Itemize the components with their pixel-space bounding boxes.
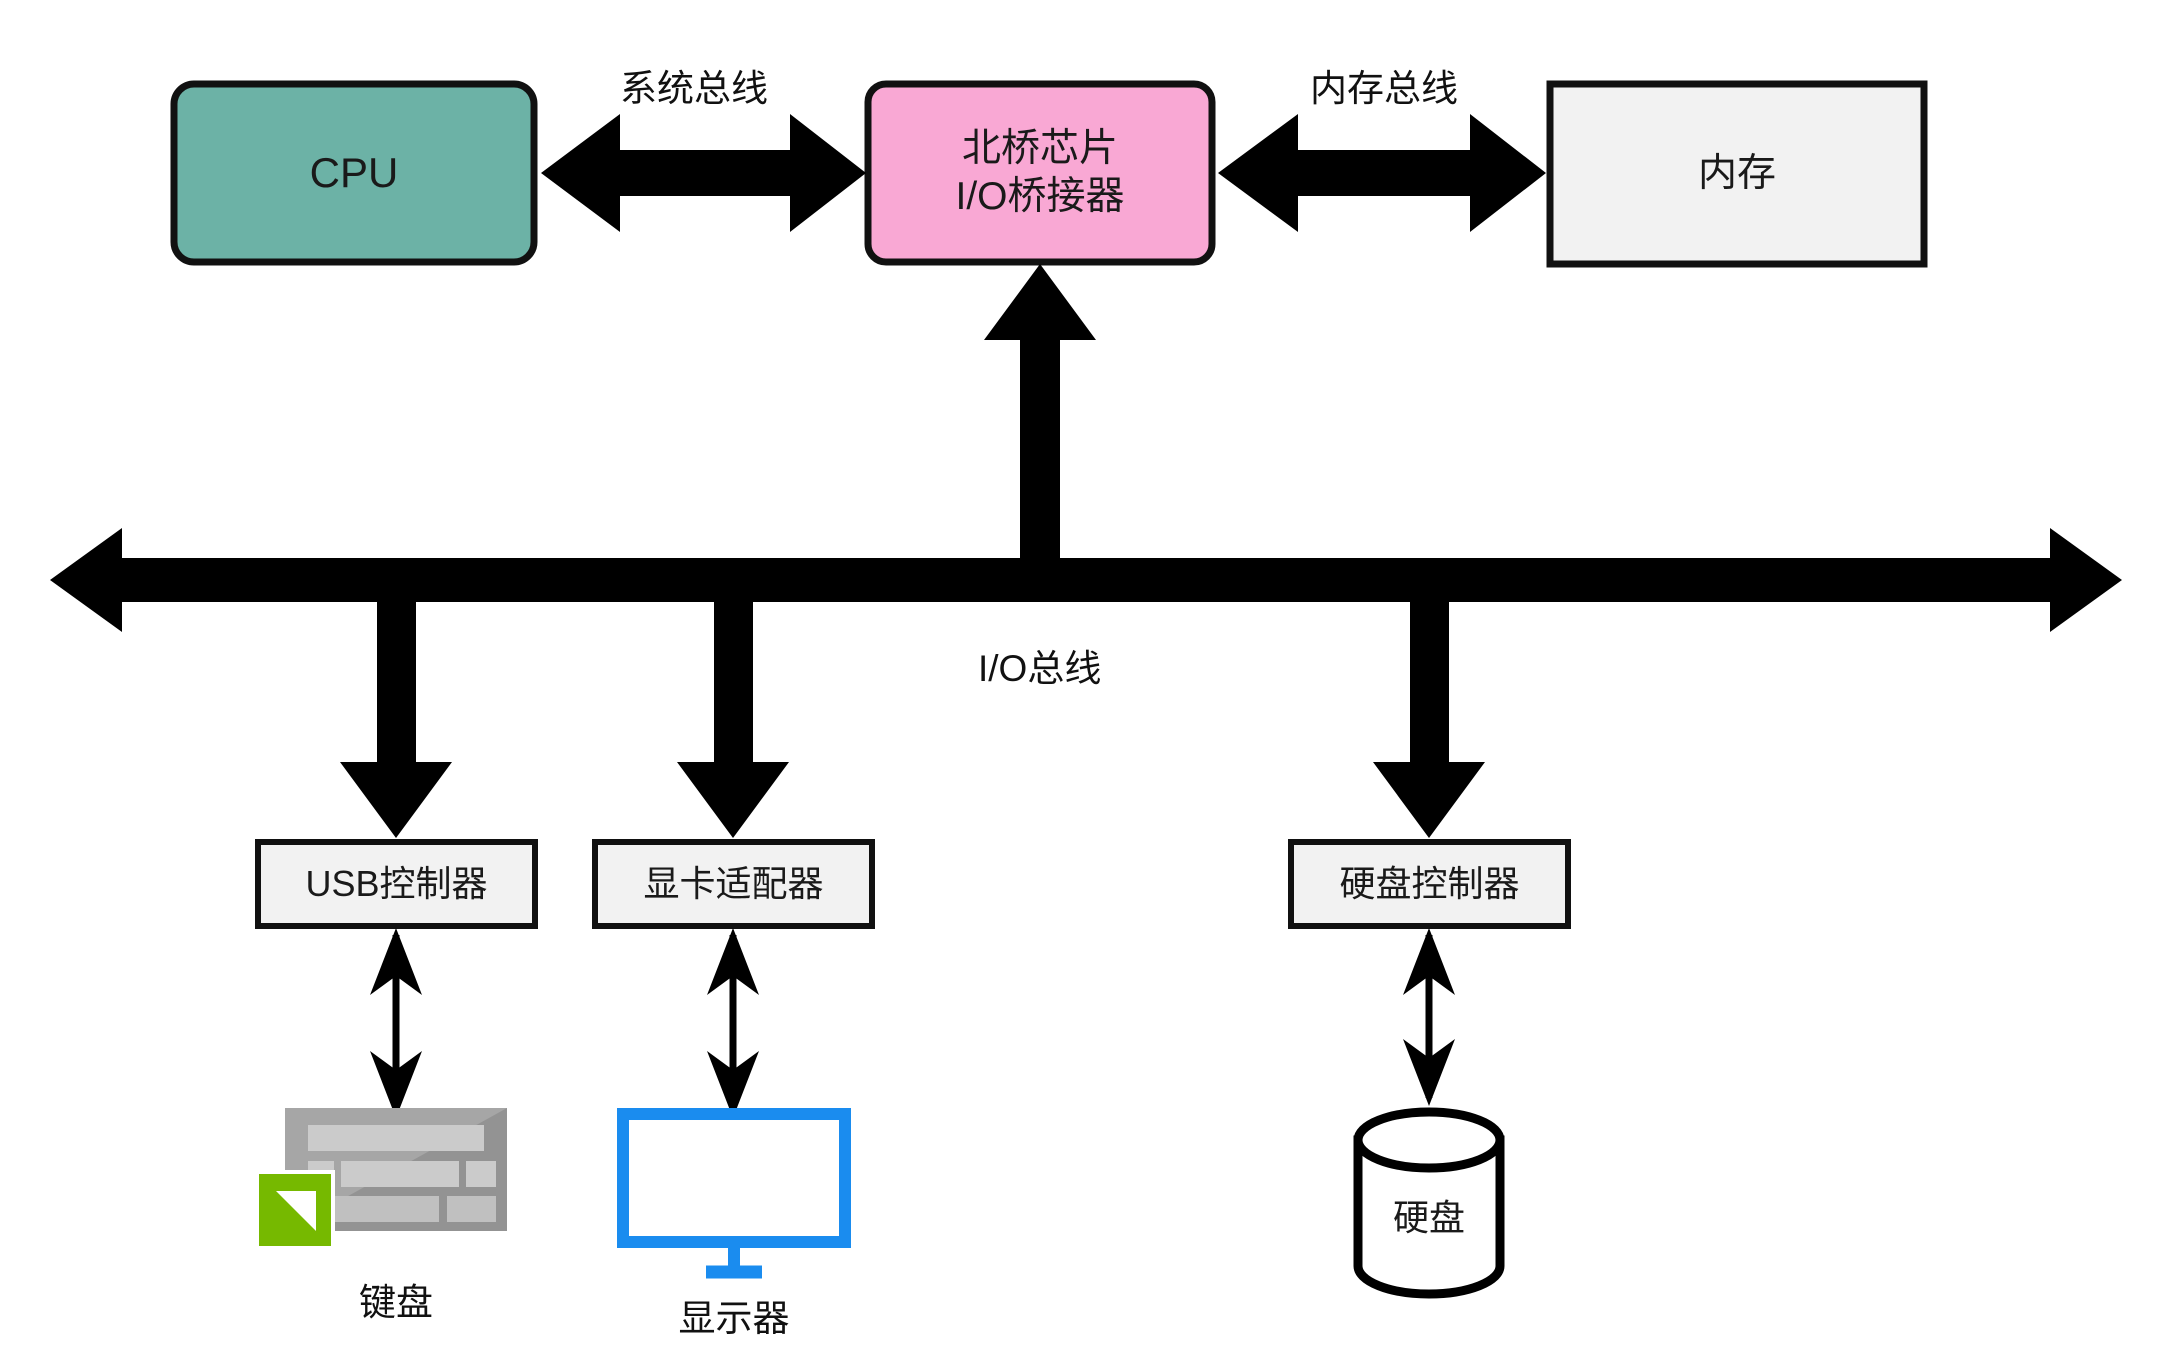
northbridge-box[interactable] xyxy=(864,80,1216,266)
usb-controller-box[interactable] xyxy=(255,839,538,929)
memory-bus-arrow xyxy=(1218,114,1546,232)
monitor-caption: 显示器 xyxy=(678,1298,790,1339)
keyboard-caption: 键盘 xyxy=(359,1282,433,1323)
graphics-to-monitor-arrow xyxy=(707,928,759,1118)
graphics-adapter-box[interactable] xyxy=(592,839,875,929)
keyboard-icon xyxy=(255,1108,507,1250)
io-to-usb-arrow xyxy=(340,590,452,838)
cpu-box[interactable] xyxy=(170,80,538,266)
memory-box[interactable] xyxy=(1546,80,1928,268)
system-bus-arrow xyxy=(541,114,866,232)
monitor-icon xyxy=(617,1108,851,1279)
io-to-northbridge-arrow xyxy=(984,264,1096,600)
io-bus-label: I/O总线 xyxy=(978,648,1102,689)
disk-controller-to-disk-arrow xyxy=(1403,928,1455,1106)
system-bus-label: 系统总线 xyxy=(620,68,768,109)
disk-controller-box[interactable] xyxy=(1288,839,1571,929)
io-to-graphics-arrow xyxy=(677,590,789,838)
io-to-disk-controller-arrow xyxy=(1373,590,1485,838)
cylinder-icon xyxy=(1353,1107,1505,1299)
usb-to-keyboard-arrow xyxy=(370,928,422,1118)
io-bus-bar xyxy=(50,528,2122,632)
memory-bus-label: 内存总线 xyxy=(1310,68,1458,109)
